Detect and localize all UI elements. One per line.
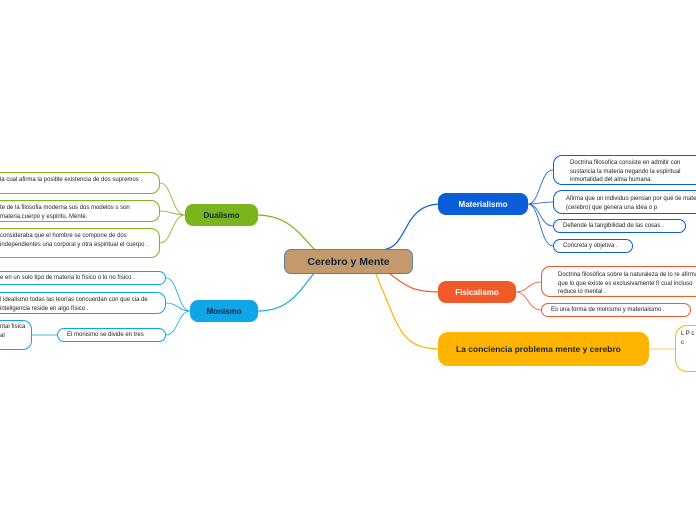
link-central-materialismo [379,203,441,251]
link-fisicalismo-1 [515,281,542,293]
link-materialismo-4 [527,203,554,247]
topic-monismo[interactable]: Monismo [190,300,258,322]
topic-conciencia-label: La conciencia problema mente y cerebro [456,343,621,354]
topic-dualismo-label: Dualismo [203,210,240,220]
materialismo-item-3[interactable]: Defiende la tangibilidad de las cosas . [553,219,686,233]
dualismo-item-2[interactable]: te de la filosofia moderna sus dos model… [0,200,160,222]
central-topic-label: Cerebro y Mente [307,255,390,268]
topic-fisicalismo-label: Fisicalismo [455,287,499,297]
central-topic[interactable]: Cerebro y Mente [284,249,413,274]
monismo-item-1[interactable]: e en un solo tipo de materia lo físico o… [0,271,166,285]
topic-materialismo[interactable]: Materialismo [438,193,528,215]
materialismo-item-2[interactable]: Afirma que un individuo piensan por qué … [553,190,696,214]
topic-monismo-label: Monismo [206,306,242,316]
link-dualismo-3 [159,214,186,244]
topic-dualismo[interactable]: Dualismo [185,204,258,226]
link-central-conciencia [374,271,441,350]
topic-materialismo-label: Materialismo [458,199,508,209]
monismo-subtopic[interactable]: El monismo se divide en tres [57,328,166,342]
link-materialismo-3 [527,203,554,227]
conciencia-item-1[interactable]: L P c s c [675,325,696,372]
monismo-item-2[interactable]: l idealismo todas las teorías concuerdan… [0,292,166,314]
materialismo-item-4[interactable]: Concreta y objetiva . [553,239,633,253]
link-monismo-2 [165,302,191,312]
link-dualismo-1 [159,182,186,216]
materialismo-item-1[interactable]: Doctrina filosofica consiste en admitir … [553,155,696,185]
link-monismo-3 [165,310,191,336]
link-central-dualismo [257,214,316,251]
link-central-monismo [257,271,316,312]
fisicalismo-item-1[interactable]: Doctrina filosófica sobre la naturaleza … [541,266,696,297]
link-materialismo-2 [527,201,554,205]
dualismo-item-1[interactable]: la cual afirma la posible existencia de … [0,172,160,194]
topic-conciencia[interactable]: La conciencia problema mente y cerebro [438,332,649,366]
monismo-subtopic-children[interactable]: ntal física al [0,320,32,350]
topic-fisicalismo[interactable]: Fisicalismo [438,281,516,303]
link-fisicalismo-2 [515,291,542,311]
link-dualismo-2 [159,210,186,216]
dualismo-item-3[interactable]: consideraba que el hombre se compone de … [0,228,160,258]
fisicalismo-item-2[interactable]: Es una forma de monismo y materialismo . [541,303,691,317]
link-monismo-1 [165,277,191,312]
link-materialismo-1 [527,169,554,205]
